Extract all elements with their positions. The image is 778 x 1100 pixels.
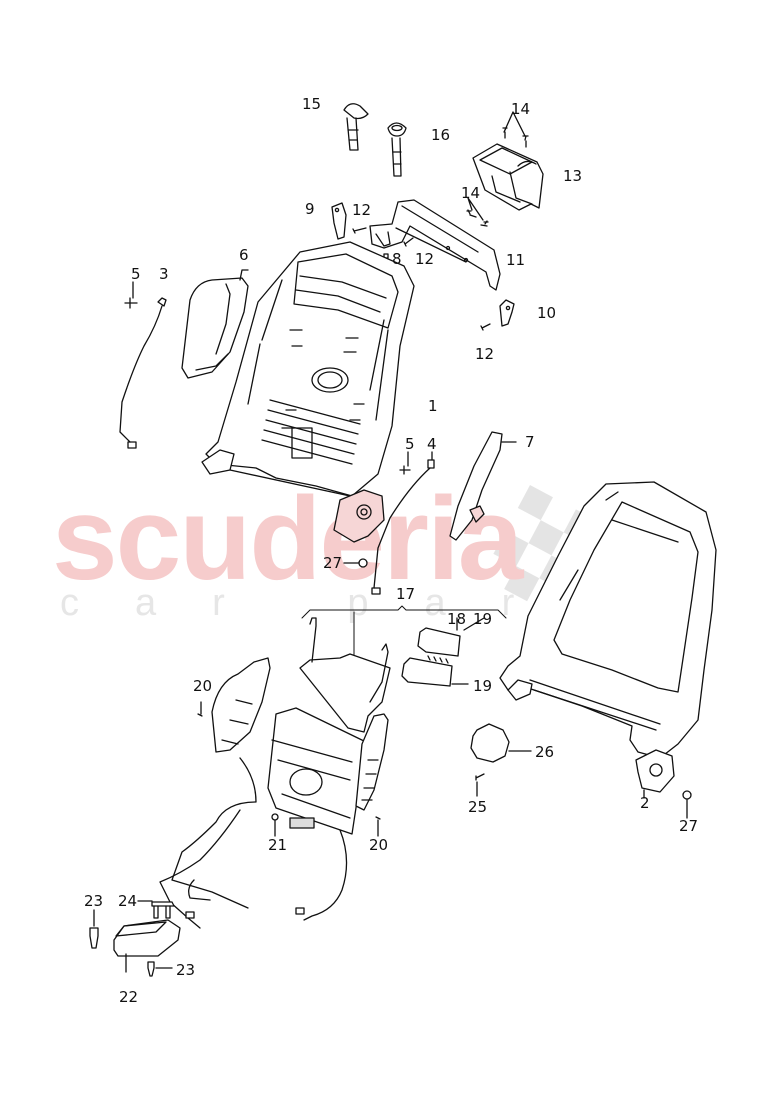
part-22-control-unit[interactable] [113, 919, 181, 973]
callout-9[interactable]: 9 [305, 200, 315, 218]
part-17-back-panel-assembly[interactable] [267, 617, 391, 835]
callout-5[interactable]: 5 [405, 435, 415, 453]
callout-20[interactable]: 20 [369, 836, 389, 854]
callout-18[interactable]: 18 [447, 610, 467, 628]
part-5-screw[interactable] [124, 281, 411, 475]
callout-16[interactable]: 16 [431, 126, 451, 144]
callout-17[interactable]: 17 [396, 585, 416, 603]
callout-23[interactable]: 23 [176, 961, 196, 979]
callout-14[interactable]: 14 [461, 184, 481, 202]
callout-25[interactable]: 25 [468, 798, 488, 816]
part-6-side-panel[interactable] [181, 269, 249, 379]
callout-12[interactable]: 12 [475, 345, 495, 363]
callout-12[interactable]: 12 [352, 201, 372, 219]
callout-27[interactable]: 27 [323, 554, 343, 572]
callout-19[interactable]: 19 [473, 677, 493, 695]
callout-15[interactable]: 15 [302, 95, 322, 113]
callout-20[interactable]: 20 [193, 677, 213, 695]
callout-2[interactable]: 2 [640, 794, 650, 812]
part-23-plugs[interactable] [89, 909, 173, 977]
callout-6[interactable]: 6 [239, 246, 249, 264]
callout-1[interactable]: 1 [428, 397, 438, 415]
callout-12[interactable]: 12 [415, 250, 435, 268]
part-3-cable[interactable] [119, 297, 167, 449]
part-13-guide-housing[interactable] [472, 143, 544, 211]
part-20-left-side-trim[interactable] [171, 657, 271, 909]
part-17-side-trim[interactable] [355, 713, 389, 811]
part-18-control-module[interactable] [417, 617, 461, 664]
callout-8[interactable]: 8 [392, 250, 402, 268]
part-10-bracket[interactable] [499, 299, 515, 327]
watermark-brand: scuderia [52, 473, 523, 605]
callout-27[interactable]: 27 [679, 817, 699, 835]
part-9-bracket[interactable] [331, 202, 347, 240]
part-21-clip[interactable] [271, 813, 279, 837]
callout-3[interactable]: 3 [159, 265, 169, 283]
part-27-bolt[interactable] [343, 558, 692, 819]
callout-7[interactable]: 7 [525, 433, 535, 451]
callout-21[interactable]: 21 [268, 836, 288, 854]
part-12-bolts[interactable] [352, 227, 491, 331]
part-25-screw[interactable] [475, 773, 485, 797]
part-20-screws[interactable] [197, 701, 381, 837]
callout-11[interactable]: 11 [506, 251, 526, 269]
part-7-side-bracket[interactable] [449, 431, 517, 541]
part-4-cable[interactable] [371, 451, 435, 595]
callout-24[interactable]: 24 [118, 892, 138, 910]
part-1-backrest-frame[interactable] [201, 241, 415, 543]
part-19-control-module[interactable] [401, 617, 485, 687]
part-11-upper-crossmember[interactable] [369, 199, 501, 291]
callout-14[interactable]: 14 [511, 100, 531, 118]
part-24-connectors[interactable] [137, 900, 175, 919]
callout-5[interactable]: 5 [131, 265, 141, 283]
callout-19[interactable]: 19 [473, 610, 493, 628]
wiring-harness[interactable] [159, 809, 348, 929]
callout-23[interactable]: 23 [84, 892, 104, 910]
callout-26[interactable]: 26 [535, 743, 555, 761]
callout-22[interactable]: 22 [119, 988, 139, 1006]
callout-13[interactable]: 13 [563, 167, 583, 185]
callout-10[interactable]: 10 [537, 304, 557, 322]
part-26-cover-plate[interactable] [470, 723, 532, 763]
part-2-backrest-frame-right[interactable] [499, 481, 717, 799]
callout-4[interactable]: 4 [427, 435, 437, 453]
part-16-headrest-guide[interactable] [387, 122, 407, 177]
part-15-headrest-guide[interactable] [343, 103, 369, 151]
part-14-screws[interactable] [466, 111, 529, 227]
